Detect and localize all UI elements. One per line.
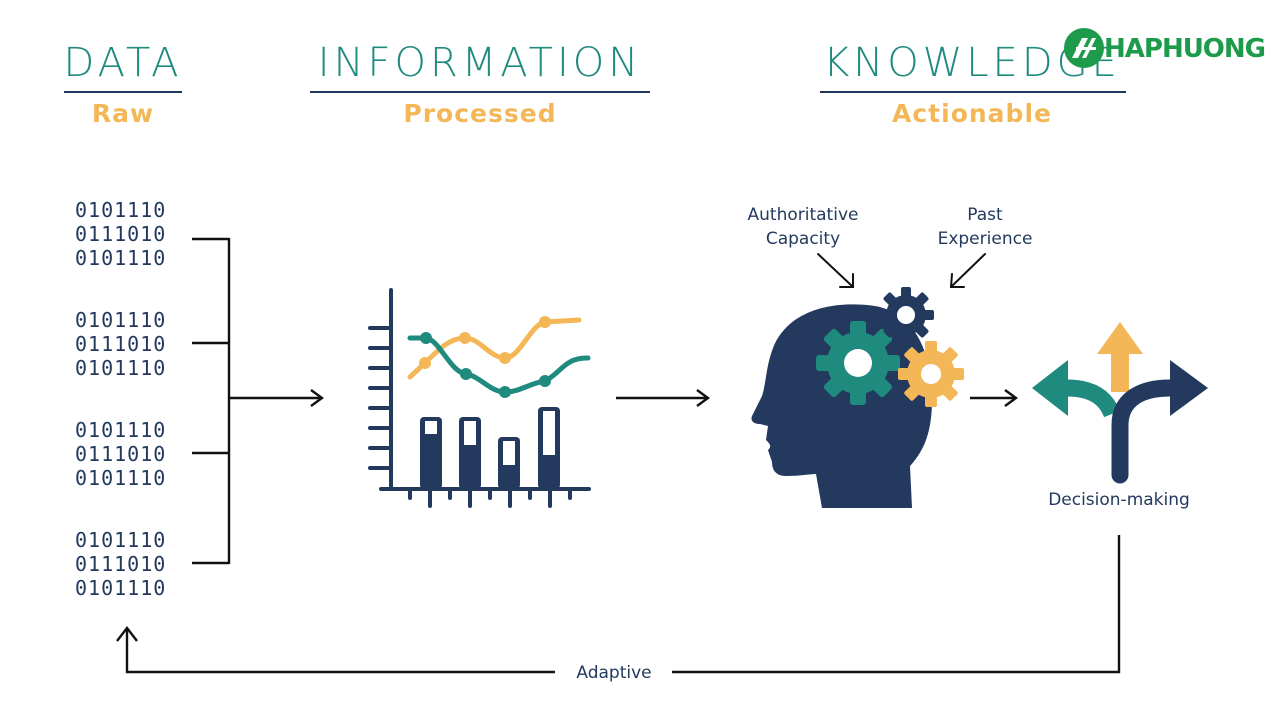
logo: HAPHUONG — [1062, 26, 1266, 70]
heading-data-rule — [64, 91, 182, 93]
label-adaptive: Adaptive — [576, 663, 652, 683]
label-line: Capacity — [765, 229, 841, 249]
binary-group-3: 0101110 0111010 0101110 — [75, 418, 166, 490]
binary-line: 0101110 — [75, 308, 167, 332]
subtitle-raw: Raw — [91, 99, 155, 128]
binary-group-2: 0101110 0111010 0101110 — [75, 308, 166, 380]
chart-orange-line — [407, 317, 582, 380]
logo-text: HAPHUONG — [1104, 34, 1266, 64]
gear-teal-icon — [816, 321, 900, 405]
subtitle-processed: Processed — [403, 99, 557, 128]
label-decision-making: Decision-making — [1048, 490, 1190, 510]
binary-group-1: 0101110 0111010 0101110 — [75, 198, 166, 270]
label-line: Authoritative — [747, 205, 859, 225]
chart-icon — [368, 288, 591, 508]
binary-line: 0101110 — [75, 466, 167, 490]
binary-line: 0111010 — [75, 332, 167, 356]
chart-bar — [420, 417, 442, 489]
binary-line: 0101110 — [75, 198, 167, 222]
chart-teal-line — [407, 335, 591, 395]
pointer-arrows — [817, 253, 986, 288]
label-line: Experience — [937, 229, 1033, 249]
binary-line: 0111010 — [75, 442, 167, 466]
gear-orange-icon — [898, 341, 964, 407]
data-bracket — [192, 237, 231, 565]
binary-line: 0101110 — [75, 246, 167, 270]
binary-line: 0111010 — [75, 552, 167, 576]
logo-mark-icon — [1064, 28, 1104, 68]
heading-knowledge-rule — [820, 91, 1126, 93]
binary-line: 0111010 — [75, 222, 167, 246]
binary-line: 0101110 — [75, 528, 167, 552]
binary-line: 0101110 — [75, 576, 167, 600]
heading-information-rule — [310, 91, 650, 93]
binary-line: 0101110 — [75, 418, 167, 442]
adaptive-feedback-loop — [116, 535, 1121, 674]
head-gears-icon — [751, 287, 964, 508]
binary-group-4: 0101110 0111010 0101110 — [75, 528, 166, 600]
heading-information: INFORMATION — [317, 40, 643, 86]
label-authoritative-capacity: Authoritative Capacity — [728, 203, 878, 251]
gear-navy-icon — [878, 287, 934, 343]
decision-arrows-icon — [1032, 322, 1208, 484]
binary-line: 0101110 — [75, 356, 167, 380]
heading-data: DATA — [63, 40, 183, 86]
subtitle-actionable: Actionable — [892, 99, 1052, 128]
label-line: Past — [967, 205, 1003, 225]
label-past-experience: Past Experience — [925, 203, 1045, 251]
